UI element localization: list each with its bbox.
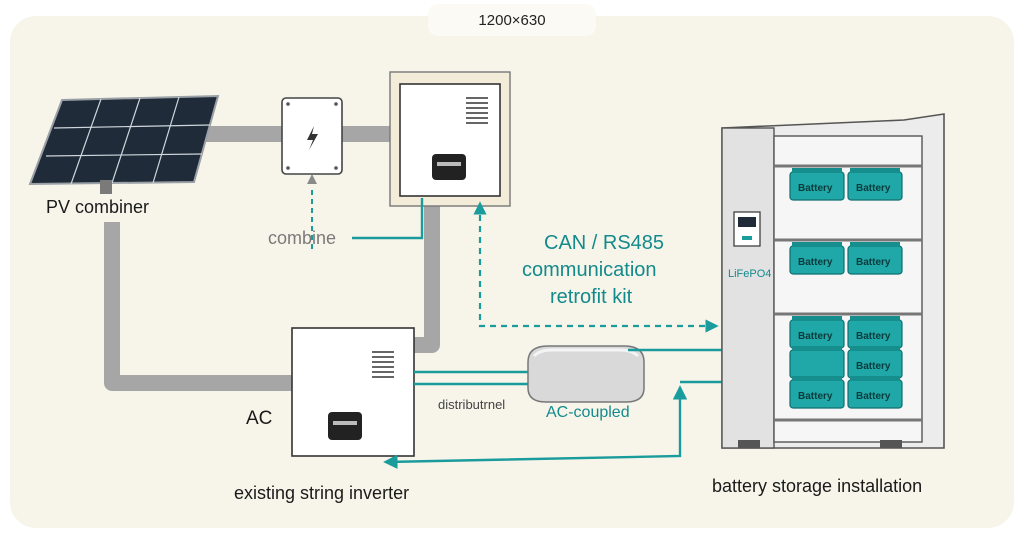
storage-label: battery storage installation <box>712 476 923 496</box>
battery-label: Battery <box>798 257 833 268</box>
battery-module: Battery <box>847 168 903 201</box>
communication-dashed-link <box>473 201 719 333</box>
battery-module: Battery <box>847 242 903 275</box>
size-badge: 1200×630 <box>428 4 596 36</box>
existing-inverter-icon <box>291 327 415 457</box>
combine-label: combine <box>268 228 337 248</box>
battery-module: Battery <box>789 242 845 275</box>
battery-label: Battery <box>856 257 891 268</box>
ac-label: AC <box>246 408 273 429</box>
ac-coupled-device-icon <box>527 345 645 403</box>
combiner-box-icon <box>281 97 343 175</box>
battery-module: Battery <box>789 376 845 409</box>
battery-label: Battery <box>798 183 833 194</box>
distribution-label: distributrnel <box>438 397 506 412</box>
battery-module <box>789 346 845 379</box>
comm-line-3: retrofit kit <box>550 286 633 308</box>
solar-panel-icon <box>28 94 220 194</box>
ac-coupled-label: AC-coupled <box>546 404 630 421</box>
battery-module: Battery <box>847 316 903 349</box>
gray-cables <box>104 126 440 391</box>
battery-label: Battery <box>856 183 891 194</box>
battery-module: Battery <box>847 376 903 409</box>
upper-inverter-icon <box>389 71 511 207</box>
battery-label: Battery <box>798 331 833 342</box>
existing-inverter-label: existing string inverter <box>234 483 410 503</box>
battery-label: Battery <box>856 331 891 342</box>
comm-line-2: communication <box>522 259 657 281</box>
battery-module: Battery <box>847 346 903 379</box>
lifepo4-label: LiFePO4 <box>728 268 772 280</box>
pv-combiner-label: PV combiner <box>46 197 150 217</box>
battery-module: Battery <box>789 316 845 349</box>
battery-label: Battery <box>798 391 833 402</box>
battery-label: Battery <box>856 391 891 402</box>
battery-module: Battery <box>789 168 845 201</box>
comm-line-1: CAN / RS485 <box>544 232 665 254</box>
battery-label: Battery <box>856 361 891 372</box>
